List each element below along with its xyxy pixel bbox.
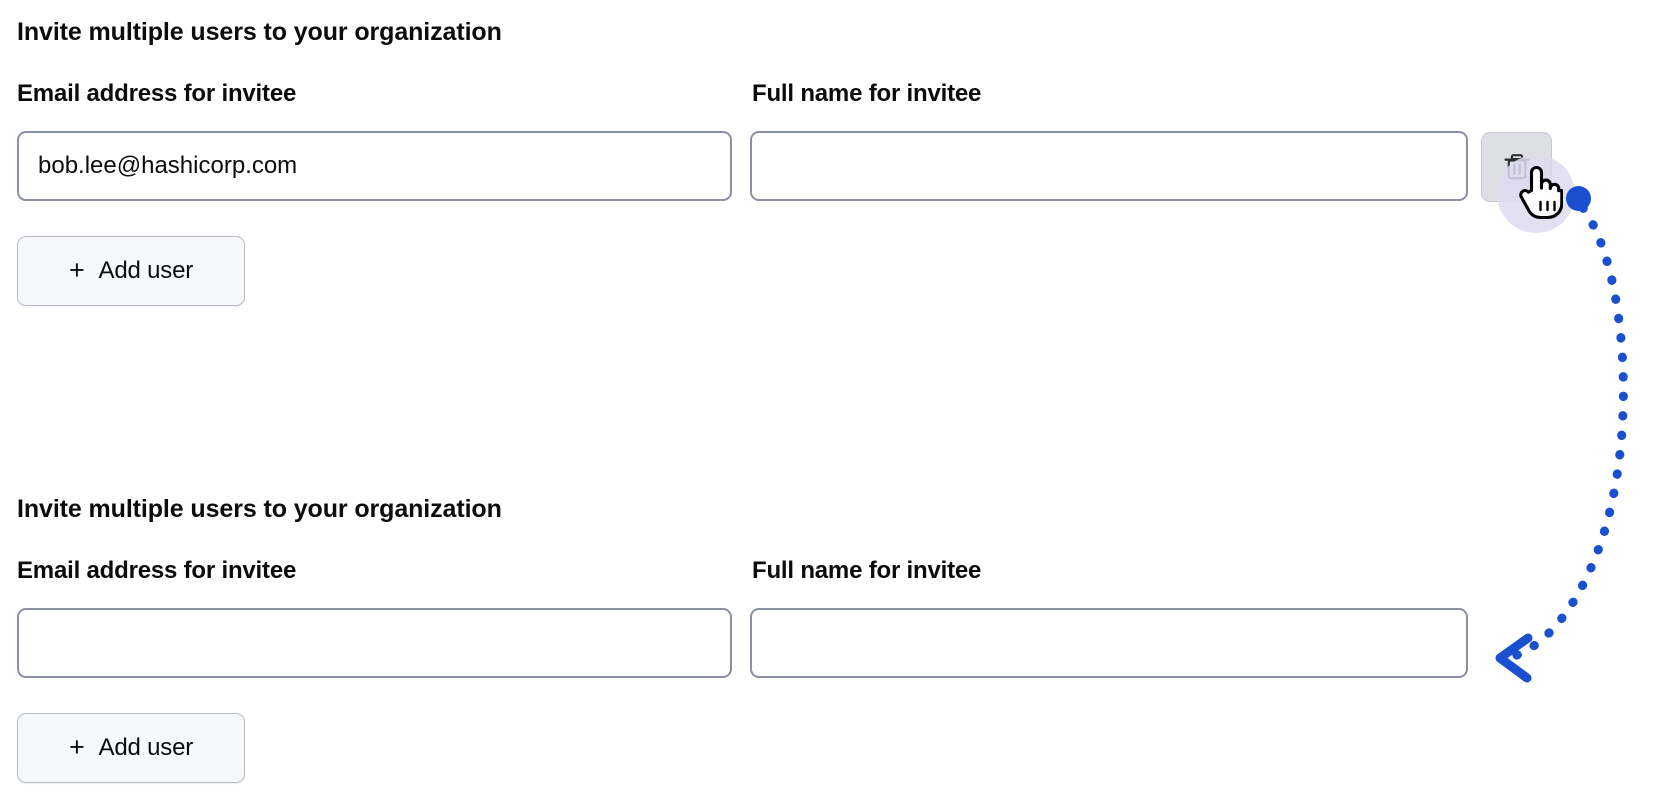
page-title-2: Invite multiple users to your organizati… <box>17 495 502 523</box>
full-name-field-label-2: Full name for invitee <box>752 557 982 584</box>
full-name-field-label: Full name for invitee <box>752 80 982 107</box>
email-field-label: Email address for invitee <box>17 80 297 107</box>
add-user-button-2[interactable]: + Add user <box>17 713 245 783</box>
add-user-button-label: Add user <box>98 257 194 284</box>
click-marker-dot <box>1566 186 1591 211</box>
email-input-2[interactable] <box>17 608 732 678</box>
delete-invitee-button[interactable] <box>1481 132 1552 202</box>
plus-icon: + <box>68 254 85 285</box>
email-input[interactable] <box>17 131 732 201</box>
plus-icon-2: + <box>68 731 85 762</box>
add-user-button[interactable]: + Add user <box>17 236 245 306</box>
page-title: Invite multiple users to your organizati… <box>17 18 502 46</box>
full-name-input[interactable] <box>750 131 1468 201</box>
full-name-input-2[interactable] <box>750 608 1468 678</box>
add-user-button-label-2: Add user <box>98 734 194 761</box>
trash-icon <box>1503 152 1531 182</box>
email-field-label-2: Email address for invitee <box>17 557 297 584</box>
